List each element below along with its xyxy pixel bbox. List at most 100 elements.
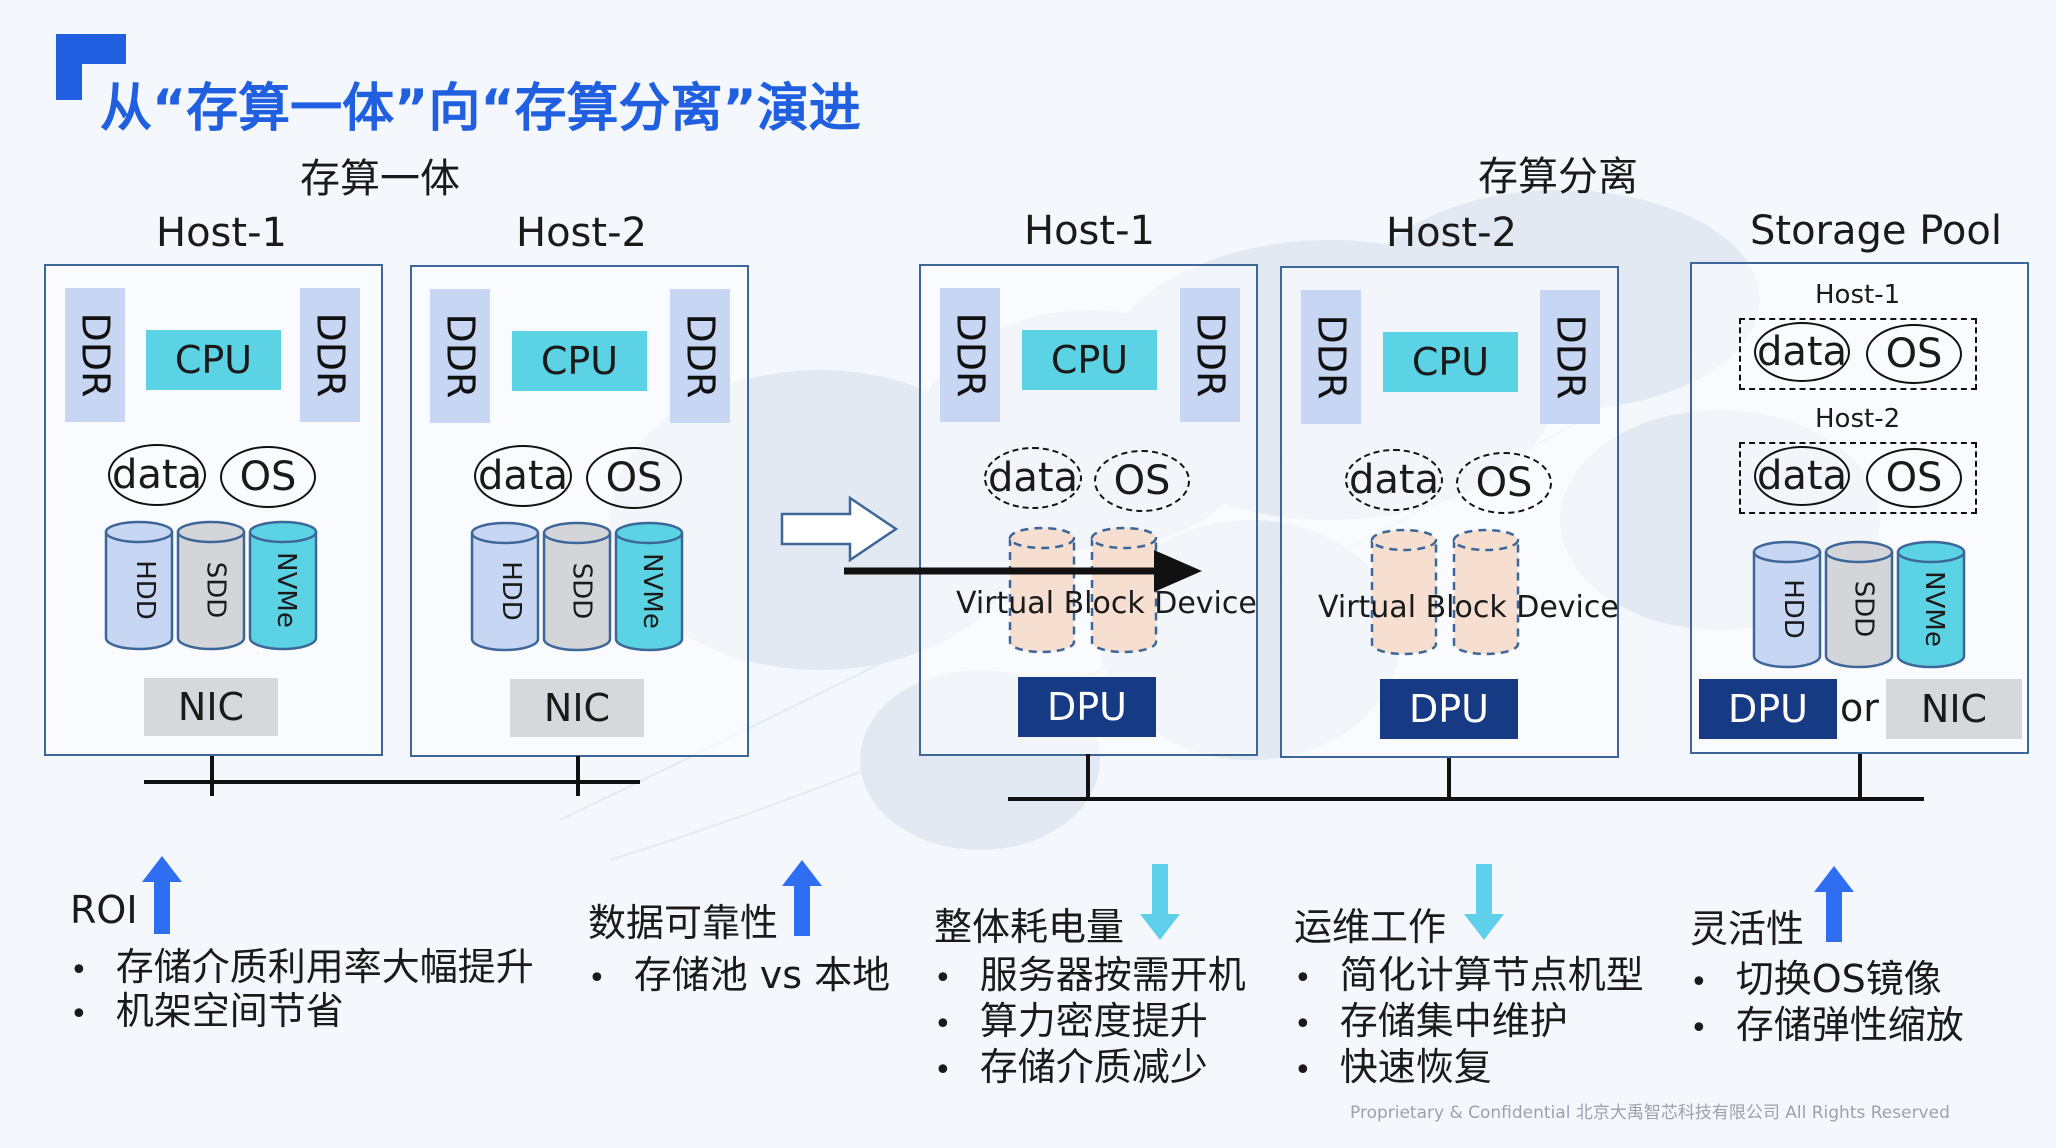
left-host2-nic: NIC (510, 679, 644, 737)
storage-pool-sdd-label: SDD (1848, 580, 1879, 638)
storage-pool-nic: NIC (1886, 679, 2022, 739)
right-host2-ddr-right: DDR (1540, 290, 1600, 424)
benefit-ops-item: • 存储集中维护 (1294, 990, 1568, 1045)
arrow-up-icon (142, 856, 182, 934)
right-host2-dpu: DPU (1380, 679, 1518, 739)
right-host1-dpu: DPU (1018, 677, 1156, 737)
bullet-dot: • (70, 953, 88, 988)
left-host1-cpu: CPU (146, 330, 281, 390)
virtual-disk-cylinder (1090, 526, 1158, 654)
storage-pool-host2-data: data (1754, 446, 1850, 506)
storage-pool-box (1690, 262, 2029, 754)
section-title-separated: 存算分离 (1478, 154, 1638, 200)
data-flow-arrow-icon (844, 550, 1202, 592)
storage-pool-title: Storage Pool (1750, 208, 2002, 254)
right-host2-vbd-label: Virtual Block Device (1318, 590, 1619, 625)
benefit-flexibility-heading: 灵活性 (1690, 907, 1805, 951)
bullet-dot: • (1294, 1007, 1312, 1042)
benefit-reliability-heading: 数据可靠性 (588, 901, 779, 945)
right-host1-cpu: CPU (1022, 330, 1157, 390)
virtual-disk-cylinder (1008, 526, 1076, 654)
virtual-disk-cylinder (1452, 528, 1520, 656)
storage-pool-hdd-label: HDD (1777, 579, 1808, 639)
right-host2-os: OS (1456, 452, 1552, 514)
footer-copyright: Proprietary & Confidential 北京大禹智芯科技有限公司 … (1350, 1103, 1950, 1123)
left-host1-data: data (108, 444, 206, 506)
storage-pool-host1-group (1739, 318, 1977, 390)
ddr-label: DDR (1309, 314, 1353, 400)
hdd-cylinder (470, 521, 540, 652)
storage-pool-disks (1752, 540, 1966, 669)
hdd-cylinder (1752, 540, 1822, 669)
storage-pool-or: or (1840, 686, 1879, 730)
benefit-flexibility-item: • 切换OS镜像 (1690, 948, 1942, 1003)
left-host2-sdd-label: SDD (566, 562, 597, 620)
bullet-dot: • (1294, 1053, 1312, 1088)
left-host2-ddr-left: DDR (430, 289, 490, 423)
storage-pool-dpu: DPU (1699, 679, 1837, 739)
arrow-up-icon (1814, 866, 1854, 942)
bullet-text: 简化计算节点机型 (1339, 953, 1644, 997)
nvme-cylinder (248, 520, 318, 651)
right-host2-data: data (1345, 449, 1443, 511)
sdd-cylinder (1824, 540, 1894, 669)
bullet-text: 算力密度提升 (979, 999, 1208, 1043)
left-host2-ddr-right: DDR (670, 289, 730, 423)
right-host1-os: OS (1094, 450, 1190, 512)
ddr-label: DDR (1548, 314, 1592, 400)
arrow-up-icon (782, 860, 822, 936)
bullet-text: 服务器按需开机 (979, 953, 1246, 997)
left-host1-os: OS (220, 446, 316, 508)
bullet-dot: • (1690, 965, 1708, 1000)
benefit-power-heading: 整体耗电量 (934, 905, 1125, 949)
storage-pool-host1-label: Host-1 (1815, 280, 1901, 310)
left-host1-nvme-label: NVMe (270, 552, 301, 628)
storage-pool-host2-label: Host-2 (1815, 404, 1901, 434)
transition-arrow-icon (780, 495, 899, 563)
right-host1-title: Host-1 (1024, 208, 1155, 254)
nvme-cylinder (1896, 540, 1966, 669)
bullet-text: 存储池 vs 本地 (633, 953, 891, 997)
bullet-dot: • (1294, 961, 1312, 996)
ddr-label: DDR (73, 312, 117, 398)
benefit-ops-item: • 简化计算节点机型 (1294, 944, 1644, 999)
left-host1-sdd-label: SDD (200, 561, 231, 619)
left-host1-nic: NIC (144, 678, 278, 736)
storage-pool-host1-os: OS (1866, 324, 1962, 384)
ddr-label: DDR (438, 313, 482, 399)
benefit-flexibility-item: •存储弹性缩放 (1690, 994, 1964, 1049)
left-host2-hdd-label: HDD (495, 561, 526, 621)
storage-pool-host1-data: data (1754, 322, 1850, 382)
left-host1-ddr-left: DDR (65, 288, 125, 422)
storage-pool-host2-os: OS (1866, 448, 1962, 508)
benefit-roi-item: •机架空间节省 (70, 980, 344, 1035)
right-host1-ddr-left: DDR (940, 288, 1000, 422)
ddr-label: DDR (948, 312, 992, 398)
bullet-text: 快速恢复 (1339, 1045, 1492, 1089)
left-host1-title: Host-1 (156, 210, 287, 256)
bullet-text: 切换OS镜像 (1735, 957, 1942, 1001)
right-host1-vbd-label: Virtual Block Device (956, 586, 1257, 621)
storage-pool-nvme-label: NVMe (1918, 571, 1949, 647)
left-host2-os: OS (586, 447, 682, 509)
bullet-dot: • (70, 997, 88, 1032)
ddr-label: DDR (308, 312, 352, 398)
hdd-cylinder (104, 520, 174, 651)
right-host2-cpu: CPU (1383, 332, 1518, 392)
benefit-reliability-item: •存储池 vs 本地 (588, 944, 890, 999)
page-title: 从“存算一体”向“存算分离”演进 (100, 79, 861, 139)
right-host1-ddr-right: DDR (1180, 288, 1240, 422)
left-host2-cpu: CPU (512, 331, 647, 391)
right-network-bus (1008, 754, 1924, 801)
benefit-power-item: •存储介质减少 (934, 1036, 1208, 1091)
bullet-text: 存储介质利用率大幅提升 (115, 945, 534, 989)
benefit-ops-item: • 快速恢复 (1294, 1036, 1492, 1091)
nvme-cylinder (614, 521, 684, 652)
left-host2-title: Host-2 (516, 210, 647, 256)
left-host2-disks (470, 521, 684, 652)
left-host2-data: data (474, 445, 572, 507)
benefit-roi-heading: ROI (70, 888, 138, 932)
bullet-text: 存储集中维护 (1339, 999, 1568, 1043)
bullet-text: 存储弹性缩放 (1735, 1003, 1964, 1047)
